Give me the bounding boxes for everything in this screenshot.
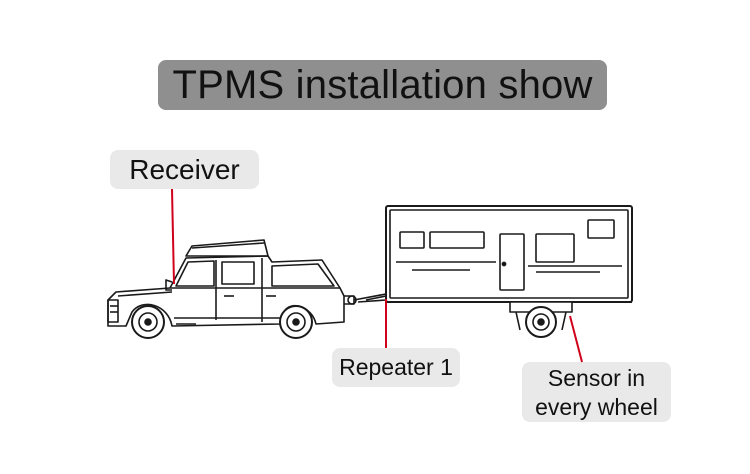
sensor-label: Sensor in every wheel: [522, 362, 671, 422]
receiver-label: Receiver: [110, 150, 259, 189]
pointer-lines: [171, 188, 583, 363]
sensor-pointer: [569, 315, 583, 363]
receiver-pointer: [171, 188, 175, 285]
pickup-truck-icon: [107, 239, 357, 339]
sensor-label-line-1: Sensor in: [547, 365, 646, 391]
sensor-label-line-2: every wheel: [535, 394, 658, 420]
diagram-title: TPMS installation show: [158, 60, 607, 110]
repeater-label: Repeater 1: [332, 348, 460, 387]
camper-trailer-icon: [353, 205, 633, 338]
